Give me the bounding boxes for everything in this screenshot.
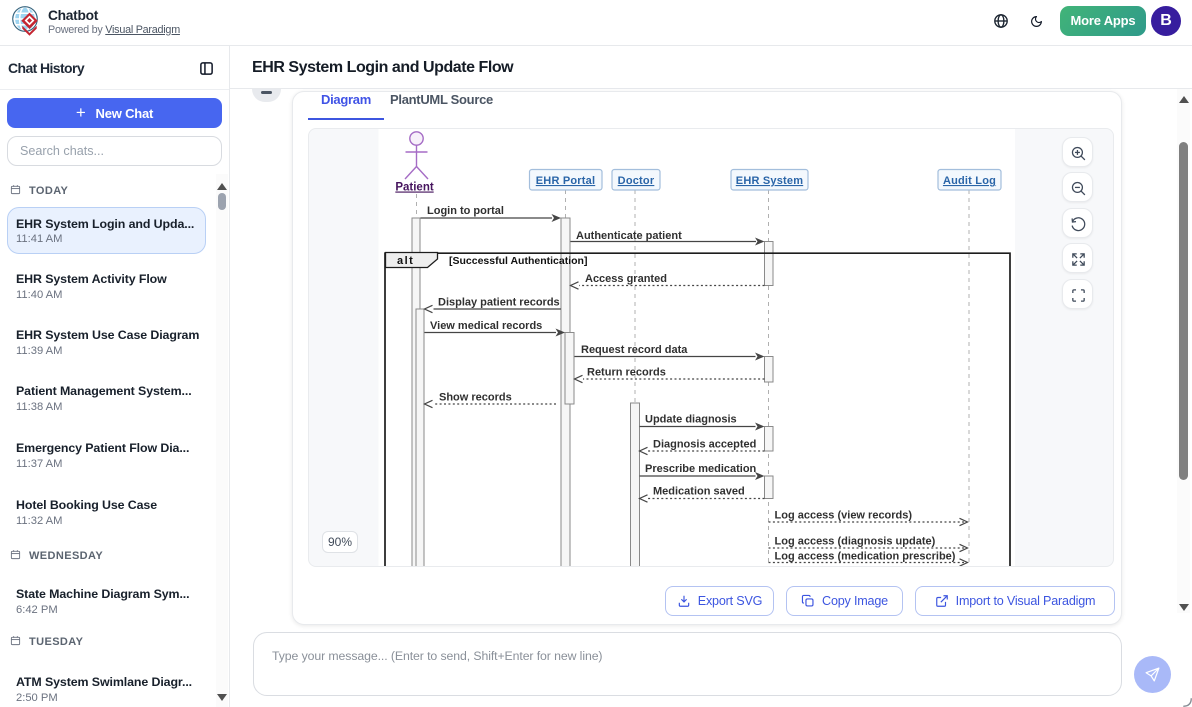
svg-text:Diagnosis accepted: Diagnosis accepted bbox=[653, 439, 756, 451]
svg-text:Doctor: Doctor bbox=[618, 175, 655, 187]
svg-text:Access granted: Access granted bbox=[585, 273, 667, 285]
svg-text:Log access (view records): Log access (view records) bbox=[775, 510, 913, 522]
svg-text:Login to portal: Login to portal bbox=[427, 205, 504, 217]
svg-text:alt: alt bbox=[397, 255, 414, 267]
svg-text:Log access (medication prescri: Log access (medication prescribe) bbox=[775, 551, 956, 563]
svg-text:Show records: Show records bbox=[439, 392, 512, 404]
svg-text:Log access (diagnosis update): Log access (diagnosis update) bbox=[775, 536, 936, 548]
svg-text:Request record data: Request record data bbox=[581, 344, 688, 356]
svg-text:View medical records: View medical records bbox=[430, 320, 542, 332]
svg-text:Audit Log: Audit Log bbox=[943, 175, 996, 187]
svg-text:Prescribe medication: Prescribe medication bbox=[645, 463, 757, 475]
svg-text:Authenticate patient: Authenticate patient bbox=[576, 230, 682, 242]
svg-text:Medication saved: Medication saved bbox=[653, 486, 745, 498]
svg-text:EHR Portal: EHR Portal bbox=[536, 175, 595, 187]
svg-text:EHR System: EHR System bbox=[736, 175, 803, 187]
svg-text:Return records: Return records bbox=[587, 367, 666, 379]
svg-text:Display patient records: Display patient records bbox=[438, 297, 560, 309]
svg-text:[Successful Authentication]: [Successful Authentication] bbox=[449, 255, 587, 267]
svg-text:Update diagnosis: Update diagnosis bbox=[645, 414, 737, 426]
svg-text:Patient: Patient bbox=[395, 182, 434, 194]
